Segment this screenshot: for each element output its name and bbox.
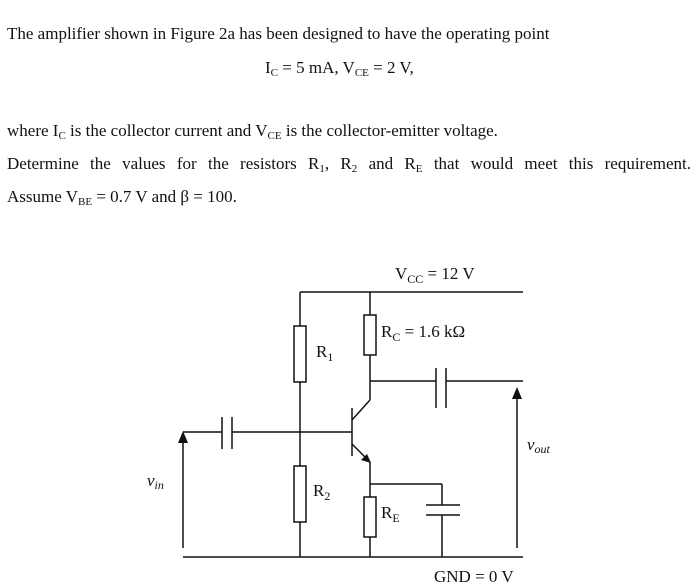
rc-resistor — [363, 314, 377, 356]
r1-label: R1 — [316, 342, 333, 364]
definitions-line: where IC is the collector current and VC… — [7, 121, 498, 142]
problem-intro: The amplifier shown in Figure 2a has bee… — [7, 24, 550, 43]
rc-label: RC = 1.6 kΩ — [381, 322, 465, 344]
emitter-arrow-head — [361, 454, 371, 463]
re-resistor — [363, 496, 377, 538]
vin-arrow-head — [178, 431, 188, 443]
gnd-label: GND = 0 V — [434, 567, 514, 586]
vcc-label: VCC = 12 V — [395, 264, 475, 286]
vout-arrow-head — [512, 387, 522, 399]
vout-label: vout — [527, 435, 551, 456]
r1-resistor — [293, 325, 307, 383]
task-line: Determine the values for the resistors R… — [7, 154, 692, 175]
vin-label: vin — [147, 471, 164, 492]
re-label: RE — [381, 503, 400, 525]
r2-resistor — [293, 465, 307, 523]
assumptions-line: Assume VBE = 0.7 V and β = 100. — [7, 187, 237, 208]
r2-label: R2 — [313, 481, 330, 503]
transistor-collector — [351, 399, 371, 421]
operating-point: IC = 5 mA, VCE = 2 V, — [265, 58, 414, 79]
